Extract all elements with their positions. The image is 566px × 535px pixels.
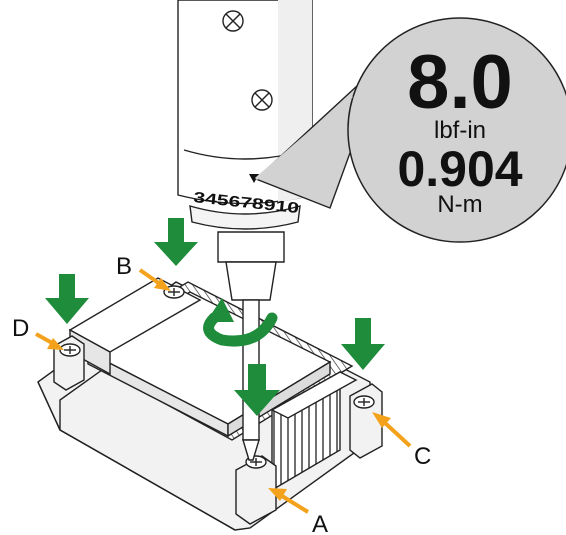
body-screw-bottom xyxy=(251,89,273,111)
label-c: C xyxy=(414,443,431,470)
bracket-corner-c xyxy=(349,383,383,459)
callout-value-secondary: 0.904 xyxy=(397,141,522,197)
screw-c xyxy=(353,395,375,409)
down-arrow-icon xyxy=(154,218,198,266)
pointer-d xyxy=(35,332,64,350)
rotate-clockwise-icon xyxy=(203,298,278,347)
torque-callout: 8.0 lbf-in 0.904 N-m xyxy=(254,17,566,243)
screwdriver-collar xyxy=(217,231,285,263)
label-a: A xyxy=(312,511,328,535)
label-b: B xyxy=(116,253,132,280)
down-arrow-icon xyxy=(45,274,89,324)
pointer-b xyxy=(138,268,171,291)
pointer-a xyxy=(268,488,310,514)
callout-value-primary: 8.0 xyxy=(407,40,513,125)
label-d: D xyxy=(12,315,29,342)
scale-indicator-marker xyxy=(249,174,259,183)
bracket-corner-a xyxy=(235,455,277,525)
screws xyxy=(59,285,375,469)
screw-pointers xyxy=(35,268,412,514)
down-arrow-icon xyxy=(341,318,385,370)
body-screw-top xyxy=(222,10,244,32)
callout-unit-primary: lbf-in xyxy=(434,117,486,144)
press-arrows xyxy=(45,218,385,416)
callout-circle xyxy=(347,17,566,243)
down-arrow-icon xyxy=(234,364,280,416)
pointer-c xyxy=(372,412,412,448)
screw-b xyxy=(163,285,185,299)
screw-d xyxy=(59,343,81,357)
callout-unit-secondary: N-m xyxy=(437,191,482,218)
